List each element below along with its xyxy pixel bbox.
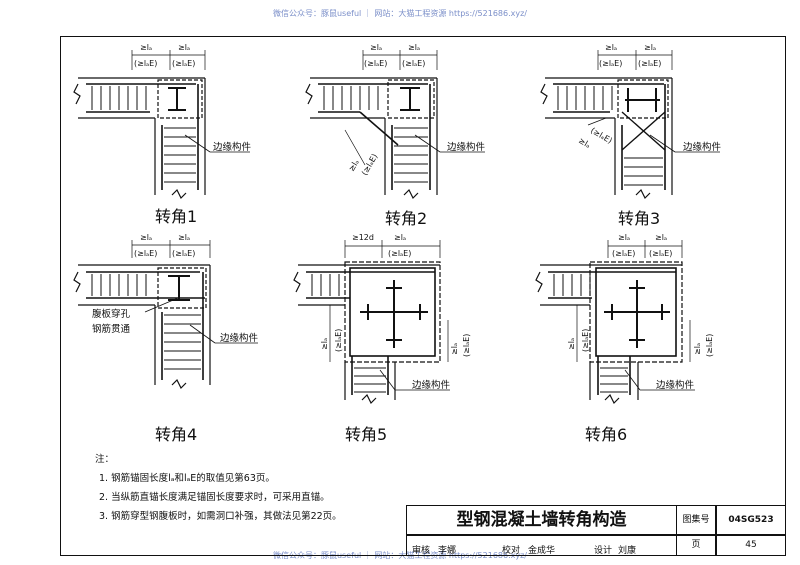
dim-lae-3b: (≥lₐE) [638, 59, 661, 68]
page-label: 页 [676, 535, 716, 556]
dim-la-6-vert: ≥lₐ [567, 338, 576, 350]
panel-corner-1 [73, 50, 250, 200]
title-block: 型钢混凝土墙转角构造 图集号 04SG523 页 45 审核 李娜 校对 金成华… [406, 505, 786, 556]
design-label: 设计 [594, 546, 613, 556]
dim-lae-6a: (≥lₐE) [612, 249, 635, 258]
atlas-number: 04SG523 [716, 505, 786, 535]
panel-corner-5 [293, 240, 450, 405]
dim-la-6a: ≥lₐ [618, 233, 630, 242]
dim-lae-5-vert-b: (≥lₐE) [462, 334, 471, 357]
dim-la-6b: ≥lₐ [655, 233, 667, 242]
label-web-hole: 腹板穿孔 [92, 308, 131, 320]
notes: 注： 1. 钢筋锚固长度lₐ和lₐE的取值见第63页。 2. 当纵筋直锚长度满足… [95, 450, 342, 526]
dim-lae-1a: (≥lₐE) [134, 59, 157, 68]
panel-corner-2 [305, 50, 485, 200]
dim-lae-5: (≥lₐE) [388, 249, 411, 258]
review-name: 李娜 [438, 546, 457, 556]
dim-lae-4a: (≥lₐE) [134, 249, 157, 258]
dim-12d-5: ≥12d [352, 233, 374, 242]
dim-lae-2-diag: (≥lₐE) [360, 152, 379, 177]
dim-la-4a: ≥lₐ [140, 233, 152, 242]
label-edge-member-4: 边缘构件 [220, 332, 259, 344]
dim-la-1b: ≥lₐ [178, 43, 190, 52]
dim-la-5-vert: ≥lₐ [320, 338, 329, 350]
page-number: 45 [716, 535, 786, 556]
note-item-3: 3. 钢筋穿型钢腹板时，如需洞口补强，其做法见第22页。 [99, 511, 342, 522]
dim-lae-1b: (≥lₐE) [172, 59, 195, 68]
dim-la-3-diag: ≥lₐ [577, 136, 592, 150]
label-edge-member-5: 边缘构件 [412, 379, 451, 391]
notes-heading: 注： [95, 454, 115, 465]
design-name: 刘康 [618, 546, 637, 556]
drawing-title: 型钢混凝土墙转角构造 [406, 505, 676, 535]
watermark-top: 微信公众号：豚鼠useful ｜ 网站：大猫工程资源 https://52168… [272, 9, 528, 18]
dim-la-4b: ≥lₐ [178, 233, 190, 242]
dim-la-6-vert-b: ≥lₐ [693, 343, 702, 355]
caption-corner-4: 转角4 [155, 425, 197, 444]
caption-corner-6: 转角6 [585, 425, 627, 444]
atlas-label: 图集号 [676, 505, 716, 535]
dim-la-2b: ≥lₐ [408, 43, 420, 52]
note-item-2: 2. 当纵筋直锚长度满足锚固长度要求时，可采用直锚。 [99, 492, 330, 503]
dim-la-5-vert-b: ≥lₐ [450, 343, 459, 355]
caption-corner-5: 转角5 [345, 425, 387, 444]
panel-corner-6 [535, 240, 695, 405]
label-edge-member-6: 边缘构件 [656, 379, 695, 391]
dim-lae-2a: (≥lₐE) [364, 59, 387, 68]
dim-la-3a: ≥lₐ [605, 43, 617, 52]
label-edge-member-1: 边缘构件 [213, 141, 252, 153]
note-item-1: 1. 钢筋锚固长度lₐ和lₐE的取值见第63页。 [99, 473, 275, 484]
review-label: 审核 [412, 546, 431, 556]
panel-corner-3 [540, 50, 720, 200]
dim-lae-6b: (≥lₐE) [649, 249, 672, 258]
dim-la-5: ≥lₐ [394, 233, 406, 242]
stirrup-ticks [91, 86, 663, 393]
dim-la-2-diag: ≥lₐ [347, 158, 361, 173]
dim-lae-6-vert: (≥lₐE) [581, 329, 590, 352]
dim-lae-4b: (≥lₐE) [172, 249, 195, 258]
check-label: 校对 [502, 546, 521, 556]
caption-corner-3: 转角3 [618, 209, 660, 228]
panel-corner-4 [73, 240, 258, 390]
dim-lae-2b: (≥lₐE) [402, 59, 425, 68]
dim-lae-3-diag: (≥lₐE) [589, 126, 614, 145]
caption-corner-1: 转角1 [155, 207, 197, 226]
dim-la-3b: ≥lₐ [644, 43, 656, 52]
dim-la-1a: ≥lₐ [140, 43, 152, 52]
dim-lae-5-vert: (≥lₐE) [334, 329, 343, 352]
label-edge-member-2: 边缘构件 [447, 141, 486, 153]
dim-la-2a: ≥lₐ [370, 43, 382, 52]
label-edge-member-3: 边缘构件 [683, 141, 722, 153]
dim-lae-3a: (≥lₐE) [599, 59, 622, 68]
signature-row [406, 535, 676, 556]
check-name: 金成华 [528, 546, 556, 556]
label-bar-through: 钢筋贯通 [92, 323, 131, 335]
dim-lae-6-vert-b: (≥lₐE) [705, 334, 714, 357]
caption-corner-2: 转角2 [385, 209, 427, 228]
